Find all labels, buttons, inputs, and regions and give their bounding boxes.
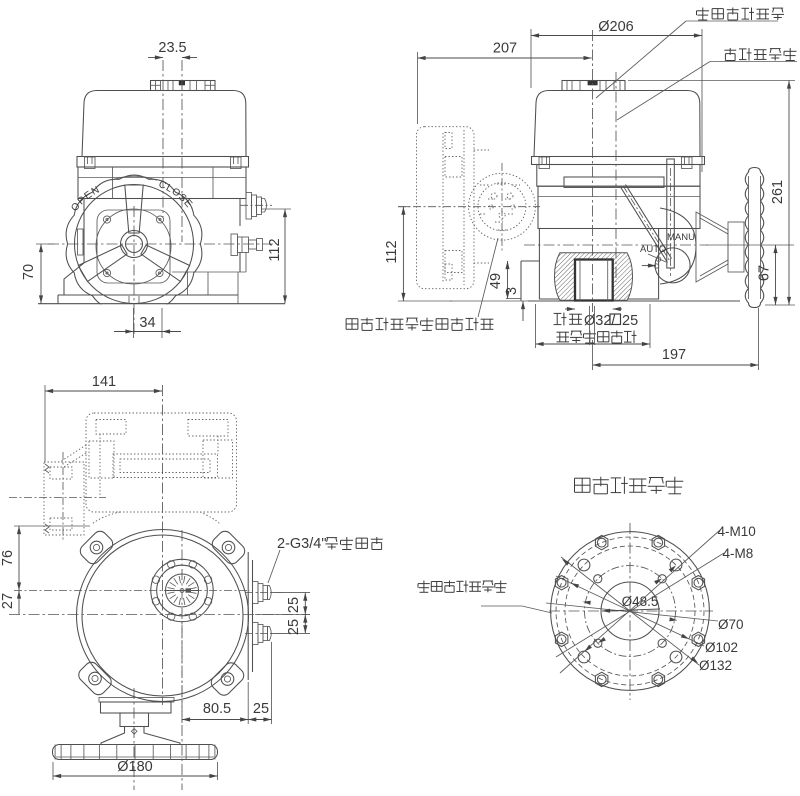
svg-text:67: 67: [757, 265, 773, 281]
svg-text:25: 25: [253, 701, 269, 717]
svg-text:AUTO: AUTO: [640, 244, 666, 255]
svg-text:3: 3: [504, 287, 520, 295]
svg-text:27: 27: [0, 593, 16, 609]
svg-text:4-M10: 4-M10: [718, 524, 756, 539]
svg-text:34: 34: [139, 315, 155, 331]
svg-text:4-M8: 4-M8: [723, 546, 754, 561]
svg-text:Ø32/: Ø32/: [584, 313, 616, 329]
svg-text:112: 112: [267, 238, 283, 261]
svg-text:25: 25: [286, 597, 302, 613]
svg-text:112: 112: [384, 240, 400, 263]
svg-text:Ø70: Ø70: [718, 617, 744, 632]
svg-text:Ø102: Ø102: [705, 640, 738, 655]
svg-text:207: 207: [493, 41, 517, 57]
svg-text:2-G3/4": 2-G3/4": [277, 536, 326, 552]
svg-text:49: 49: [488, 273, 504, 289]
svg-text:Ø132: Ø132: [699, 658, 732, 673]
svg-text:25: 25: [622, 313, 638, 329]
svg-text:197: 197: [662, 347, 686, 363]
svg-text:Ø48.5: Ø48.5: [622, 594, 659, 609]
svg-text:261: 261: [770, 180, 786, 204]
svg-text:80.5: 80.5: [203, 701, 231, 717]
svg-text:25: 25: [286, 619, 302, 635]
svg-text:76: 76: [0, 550, 16, 566]
svg-text:MANU: MANU: [667, 232, 695, 243]
svg-text:Ø206: Ø206: [598, 19, 633, 35]
svg-text:70: 70: [21, 264, 37, 280]
svg-text:Ø180: Ø180: [117, 759, 152, 775]
svg-text:23.5: 23.5: [158, 40, 186, 56]
svg-text:141: 141: [92, 374, 116, 390]
